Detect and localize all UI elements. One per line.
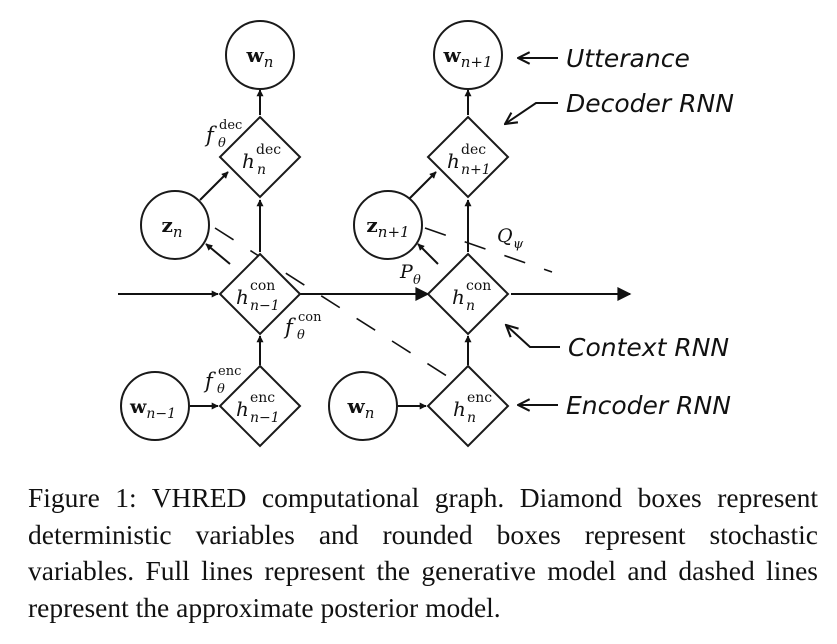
svg-text:n: n <box>466 298 475 314</box>
svg-text:f: f <box>204 123 217 147</box>
annotation-utterance: Utterance <box>566 44 690 73</box>
svg-text:θ: θ <box>413 273 421 288</box>
svg-text:enc: enc <box>467 390 492 406</box>
svg-text:θ: θ <box>297 328 305 343</box>
edge-con-to-z-right <box>417 243 439 265</box>
svg-text:zn+1: zn+1 <box>366 213 409 241</box>
label-f-enc: f enc θ <box>203 364 241 397</box>
label-q-psi: Q ψ <box>497 225 524 252</box>
node-z-n1: zn+1 <box>353 190 423 260</box>
svg-text:h: h <box>236 285 249 309</box>
svg-text:ψ: ψ <box>513 237 524 252</box>
svg-text:con: con <box>250 278 275 294</box>
node-w-n-bottom: wn <box>328 371 398 441</box>
figure-caption: Figure 1: VHRED computational graph. Dia… <box>28 482 818 623</box>
edge-z-to-dec-left <box>199 171 229 201</box>
svg-text:f: f <box>283 315 296 339</box>
svg-text:n−1: n−1 <box>250 410 280 426</box>
svg-text:zn: zn <box>161 213 182 241</box>
annotation-decoder-rnn: Decoder RNN <box>566 89 734 118</box>
svg-text:enc: enc <box>250 390 275 406</box>
svg-text:n: n <box>467 410 476 426</box>
svg-text:h: h <box>452 285 465 309</box>
label-f-dec: f dec θ <box>204 118 242 151</box>
svg-text:θ: θ <box>218 136 226 151</box>
node-h-dec-n1: h dec n+1 <box>426 115 510 199</box>
label-p-theta: P θ <box>399 261 421 288</box>
annotation-encoder-rnn: Encoder RNN <box>566 391 731 420</box>
svg-text:h: h <box>453 397 466 421</box>
pointer-context <box>506 325 560 348</box>
node-h-enc-nm1: h enc n−1 <box>218 364 302 448</box>
dashed-line-right <box>424 227 553 273</box>
svg-text:wn+1: wn+1 <box>443 43 493 71</box>
svg-text:wn: wn <box>347 394 375 422</box>
annotation-context-rnn: Context RNN <box>568 333 729 362</box>
svg-text:enc: enc <box>218 364 241 379</box>
node-h-enc-n: h enc n <box>426 364 510 448</box>
node-h-dec-n: h dec n <box>218 115 302 199</box>
node-h-con-nm1: h con n−1 <box>218 252 302 336</box>
edge-con-to-z-left <box>205 243 231 265</box>
edge-z-to-dec-right <box>407 171 437 201</box>
svg-text:n: n <box>257 162 266 178</box>
svg-text:dec: dec <box>219 118 242 133</box>
svg-text:wn: wn <box>246 43 274 71</box>
svg-text:Q: Q <box>497 225 513 247</box>
svg-text:h: h <box>242 149 255 173</box>
node-w-nm1-bottom: wn−1 <box>120 371 190 441</box>
svg-text:f: f <box>203 369 216 393</box>
svg-text:n+1: n+1 <box>461 162 491 178</box>
vhred-graph: wn wn+1 h dec n h dec n+1 zn zn+1 h con … <box>118 20 734 448</box>
svg-text:n−1: n−1 <box>250 298 280 314</box>
svg-text:θ: θ <box>217 382 225 397</box>
node-z-n: zn <box>140 190 210 260</box>
svg-text:con: con <box>298 310 322 325</box>
node-w-n-top: wn <box>225 20 295 90</box>
node-w-n1-top: wn+1 <box>433 20 503 90</box>
svg-text:dec: dec <box>256 142 281 158</box>
svg-text:con: con <box>466 278 491 294</box>
svg-text:h: h <box>447 149 460 173</box>
svg-text:h: h <box>236 397 249 421</box>
svg-text:P: P <box>399 261 414 283</box>
label-f-con: f con θ <box>283 310 322 343</box>
dashed-line-left <box>214 227 451 379</box>
svg-text:dec: dec <box>461 142 486 158</box>
svg-text:wn−1: wn−1 <box>129 396 176 422</box>
pointer-decoder <box>505 102 558 124</box>
node-h-con-n: h con n <box>426 252 510 336</box>
